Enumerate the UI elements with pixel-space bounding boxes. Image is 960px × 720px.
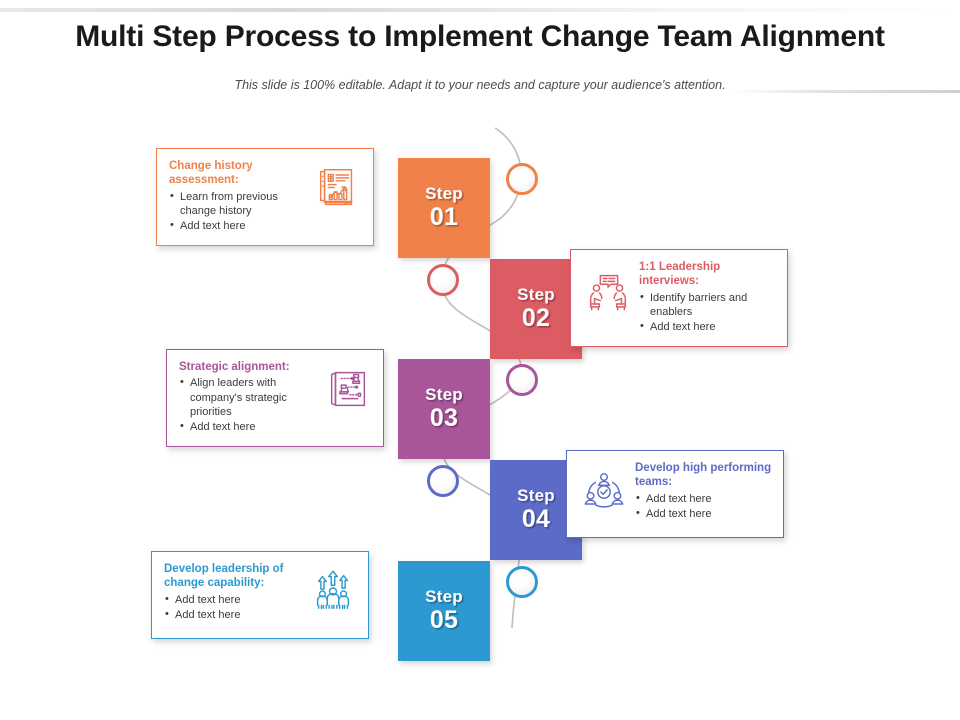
step-card-text: 1:1 Leadership interviews:Identify barri… xyxy=(639,260,777,336)
step-number-label: 04 xyxy=(521,504,551,533)
step-card-heading: Change history assessment: xyxy=(169,160,253,187)
step-card-bullet: Align leaders with company's strategic p… xyxy=(179,375,317,419)
team-circle-check-icon xyxy=(579,467,629,517)
step-word-label: Step xyxy=(425,385,463,405)
chess-strategy-board-icon xyxy=(323,364,373,414)
node-01[interactable] xyxy=(506,163,538,195)
step-card-bullet: Add text here xyxy=(164,607,302,622)
step-card-bullet: Add text here xyxy=(169,218,307,233)
step-card-bullet: Add text here xyxy=(635,506,773,521)
financial-report-chart-icon xyxy=(313,163,363,213)
step-card-bullet: Add text here xyxy=(635,491,773,506)
step-card-text: Develop leadership of change capability:… xyxy=(164,562,302,623)
step-card-bullet-list: Add text hereAdd text here xyxy=(164,592,302,623)
node-04[interactable] xyxy=(427,465,459,497)
step-card-bullet: Add text here xyxy=(639,319,777,334)
step-number-label: 05 xyxy=(429,605,459,634)
step-number-label: 03 xyxy=(429,403,459,432)
step-word-label: Step xyxy=(517,285,555,305)
header-divider-right xyxy=(730,90,960,93)
people-growth-arrows-icon xyxy=(308,566,358,616)
step-number-label: 01 xyxy=(429,202,459,231)
step-card-text: Strategic alignment: Align leaders with c… xyxy=(179,360,317,436)
step-card-bullet-list: Learn from previous change historyAdd te… xyxy=(169,189,307,234)
step-word-label: Step xyxy=(425,184,463,204)
step-card-bullet: Learn from previous change history xyxy=(169,189,307,219)
step-card-heading: Strategic alignment: xyxy=(179,361,290,373)
node-05[interactable] xyxy=(506,566,538,598)
step-card-02[interactable]: 1:1 Leadership interviews:Identify barri… xyxy=(570,249,788,347)
page-title: Multi Step Process to Implement Change T… xyxy=(75,20,885,53)
step-card-bullet-list: Align leaders with company's strategic p… xyxy=(179,375,317,434)
step-card-bullet: Add text here xyxy=(179,419,317,434)
step-card-heading: Develop leadership of change capability: xyxy=(164,563,284,590)
step-card-01[interactable]: Change history assessment:Learn from pre… xyxy=(156,148,374,246)
step-card-text: Develop high performing teams:Add text h… xyxy=(635,461,773,522)
step-card-bullet: Add text here xyxy=(164,592,302,607)
step-card-05[interactable]: Develop leadership of change capability:… xyxy=(151,551,369,639)
node-03[interactable] xyxy=(506,364,538,396)
step-word-label: Step xyxy=(425,587,463,607)
step-card-03[interactable]: Strategic alignment: Align leaders with c… xyxy=(166,349,384,447)
step-card-bullet-list: Add text hereAdd text here xyxy=(635,491,773,522)
page-subtitle: This slide is 100% editable. Adapt it to… xyxy=(234,78,726,92)
step-card-text: Change history assessment:Learn from pre… xyxy=(169,159,307,235)
node-02[interactable] xyxy=(427,264,459,296)
step-word-label: Step xyxy=(517,486,555,506)
step-number-label: 02 xyxy=(521,303,551,332)
two-people-interview-icon xyxy=(583,266,633,316)
step-card-heading: 1:1 Leadership interviews: xyxy=(639,261,721,288)
step-card-04[interactable]: Develop high performing teams:Add text h… xyxy=(566,450,784,538)
step-card-heading: Develop high performing teams: xyxy=(635,462,772,489)
step-card-bullet-list: Identify barriers and enablersAdd text h… xyxy=(639,290,777,335)
header-divider-top xyxy=(0,8,960,12)
step-card-bullet: Identify barriers and enablers xyxy=(639,290,777,320)
